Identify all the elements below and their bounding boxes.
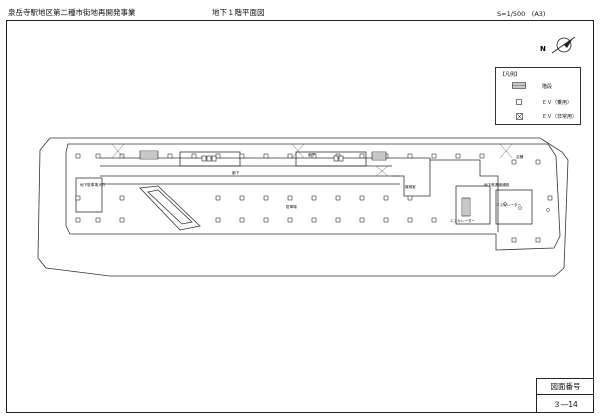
legend-label-stairs: 階段 (542, 84, 553, 90)
right-inner-room (455, 185, 491, 225)
label-center-room: 駐車場 (286, 204, 297, 209)
elevator-square-icon (516, 99, 522, 105)
elevator-square-icon (201, 155, 344, 162)
column-grid (75, 153, 553, 243)
floor-title: 地下１階平面図 (212, 8, 265, 17)
legend-item-stairs (512, 82, 526, 89)
label-right-room: 地下鉄連絡通路 (484, 182, 510, 187)
machine-room (392, 157, 431, 197)
legend-title: 【凡例】 (500, 72, 521, 78)
ramp-inner (147, 189, 193, 225)
label-left-room: 地下駐車場入口 (80, 182, 106, 187)
label-escalator-left: エスカレーター (450, 218, 476, 223)
ramp (139, 185, 201, 231)
escalator-area (495, 189, 533, 225)
drawing-number: ３―14 (553, 400, 578, 409)
label-corridor-lower: 廊下 (232, 170, 240, 175)
project-title: 泉岳寺駅地区第二種市街地再開発事業 (8, 8, 136, 17)
core-block (179, 151, 241, 167)
core-block-2 (295, 151, 367, 167)
north-label: N (540, 45, 546, 53)
title-block: 図面番号 ３―14 (536, 378, 594, 413)
legend-label-ev-emergency: ＥＶ（非常用） (542, 114, 578, 120)
label-right-top: 店舗 (516, 154, 524, 159)
building-outline (65, 143, 561, 251)
left-room (75, 177, 103, 213)
legend-label-ev: ＥＶ（乗用） (542, 100, 573, 106)
label-machine-room: 機械室 (405, 184, 416, 189)
drawing-number-label: 図面番号 (537, 379, 594, 395)
legend-box: 【凡例】 階段 ＥＶ（乗用） ＥＶ（非常用） (495, 67, 581, 125)
north-compass-icon: N (540, 36, 576, 54)
legend-item-ev (516, 99, 522, 105)
label-corridor-upper: 廊下 (308, 152, 316, 157)
scale-label: S=1/500 (A3) (497, 10, 546, 18)
elevator-cross-square-icon (516, 113, 523, 120)
stairs-hatch-icon (512, 82, 526, 89)
stairs-hatch-icon (139, 150, 471, 217)
right-room (430, 159, 499, 232)
legend-item-ev-emergency (516, 113, 523, 120)
label-escalator: エスカレーター (496, 202, 522, 207)
drawing-frame (6, 20, 594, 413)
site-boundary (37, 137, 569, 277)
